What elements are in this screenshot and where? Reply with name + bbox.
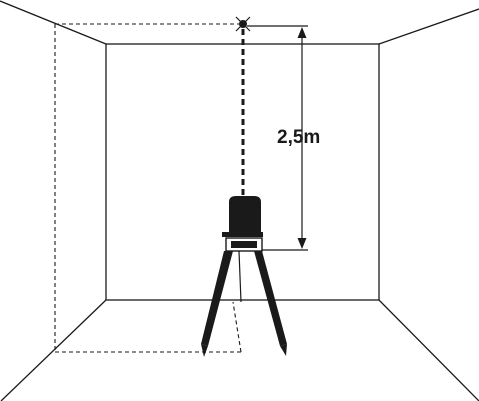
projection-outline [54,23,243,353]
height-dimension [247,25,308,251]
laser-dot-icon [235,16,251,32]
distance-label: 2,5m [277,127,320,148]
tripod-icon [201,250,287,357]
laser-level-icon [222,196,263,252]
